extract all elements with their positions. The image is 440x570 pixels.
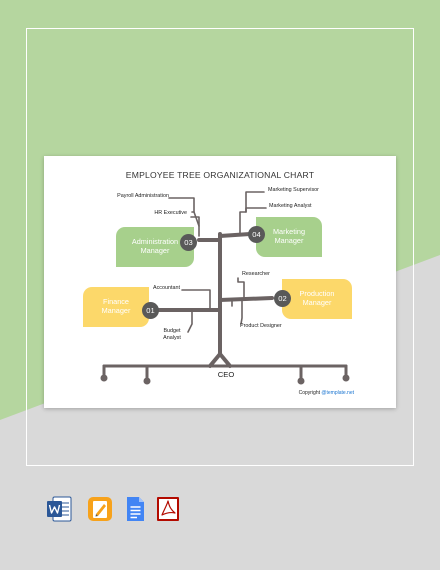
production-manager-line2: Manager: [302, 298, 332, 307]
finance-manager-line2: Manager: [101, 306, 131, 315]
label-accountant: Accountant: [153, 285, 180, 291]
white-frame: [26, 28, 414, 466]
finance-manager-box: Finance Manager: [83, 287, 149, 327]
ceo-label: CEO: [217, 370, 235, 379]
label-marketing-analyst: Marketing Analyst: [269, 203, 312, 209]
administration-manager-line2: Manager: [140, 246, 170, 255]
word-icon[interactable]: [46, 496, 72, 522]
marketing-manager-box: Marketing Manager: [256, 217, 322, 257]
label-budget-analyst: Budget Analyst: [156, 328, 188, 341]
finance-manager-line1: Finance: [103, 297, 129, 307]
badge-03: 03: [180, 234, 197, 251]
trunk-base-left: [208, 352, 222, 368]
copyright: Copyright @template.net: [299, 390, 354, 396]
root-end-3: [297, 377, 305, 385]
label-product-designer: Product Designer: [240, 323, 282, 329]
trunk-base-right: [218, 352, 232, 368]
administration-manager-line1: Administration: [131, 237, 179, 247]
tree-branches: [102, 191, 348, 382]
root-end-4: [342, 374, 350, 382]
chart-title: EMPLOYEE TREE ORGANIZATIONAL CHART: [125, 170, 315, 180]
branch-04-up2: [245, 207, 267, 213]
copyright-prefix: Copyright: [298, 390, 322, 396]
branch-03-up2: [168, 197, 200, 227]
marketing-manager-line2: Manager: [274, 236, 304, 245]
label-budget-line1: Budget: [163, 328, 181, 334]
branch-02: [218, 296, 274, 302]
branch-01-up: [181, 289, 211, 311]
label-hr-executive: HR Executive: [154, 210, 187, 216]
copyright-brand: @template.net: [321, 390, 354, 396]
branch-01-down: [187, 309, 193, 333]
pdf-icon[interactable]: [155, 496, 181, 522]
root-ends: [100, 374, 350, 385]
badge-02: 02: [274, 290, 291, 307]
label-researcher: Researcher: [242, 271, 270, 277]
document-preview[interactable]: EMPLOYEE TREE ORGANIZATIONAL CHART: [44, 156, 396, 408]
root-end-2: [143, 377, 151, 385]
label-payroll-administration: Payroll Administration: [117, 193, 169, 199]
badge-04: 04: [248, 226, 265, 243]
production-manager-box: Production Manager: [282, 279, 352, 319]
label-marketing-supervisor: Marketing Supervisor: [268, 187, 319, 193]
badge-01: 01: [142, 302, 159, 319]
label-budget-line2: Analyst: [163, 334, 181, 341]
root-end-1: [100, 374, 108, 382]
branch-03-up: [190, 216, 200, 237]
pages-icon[interactable]: [87, 496, 113, 522]
branch-02-up: [237, 277, 245, 300]
google-docs-icon[interactable]: [122, 496, 148, 522]
branch-02-down: [240, 299, 243, 325]
marketing-manager-line1: Marketing: [272, 227, 306, 237]
production-manager-line1: Production: [299, 289, 335, 299]
branch-04: [218, 232, 252, 238]
